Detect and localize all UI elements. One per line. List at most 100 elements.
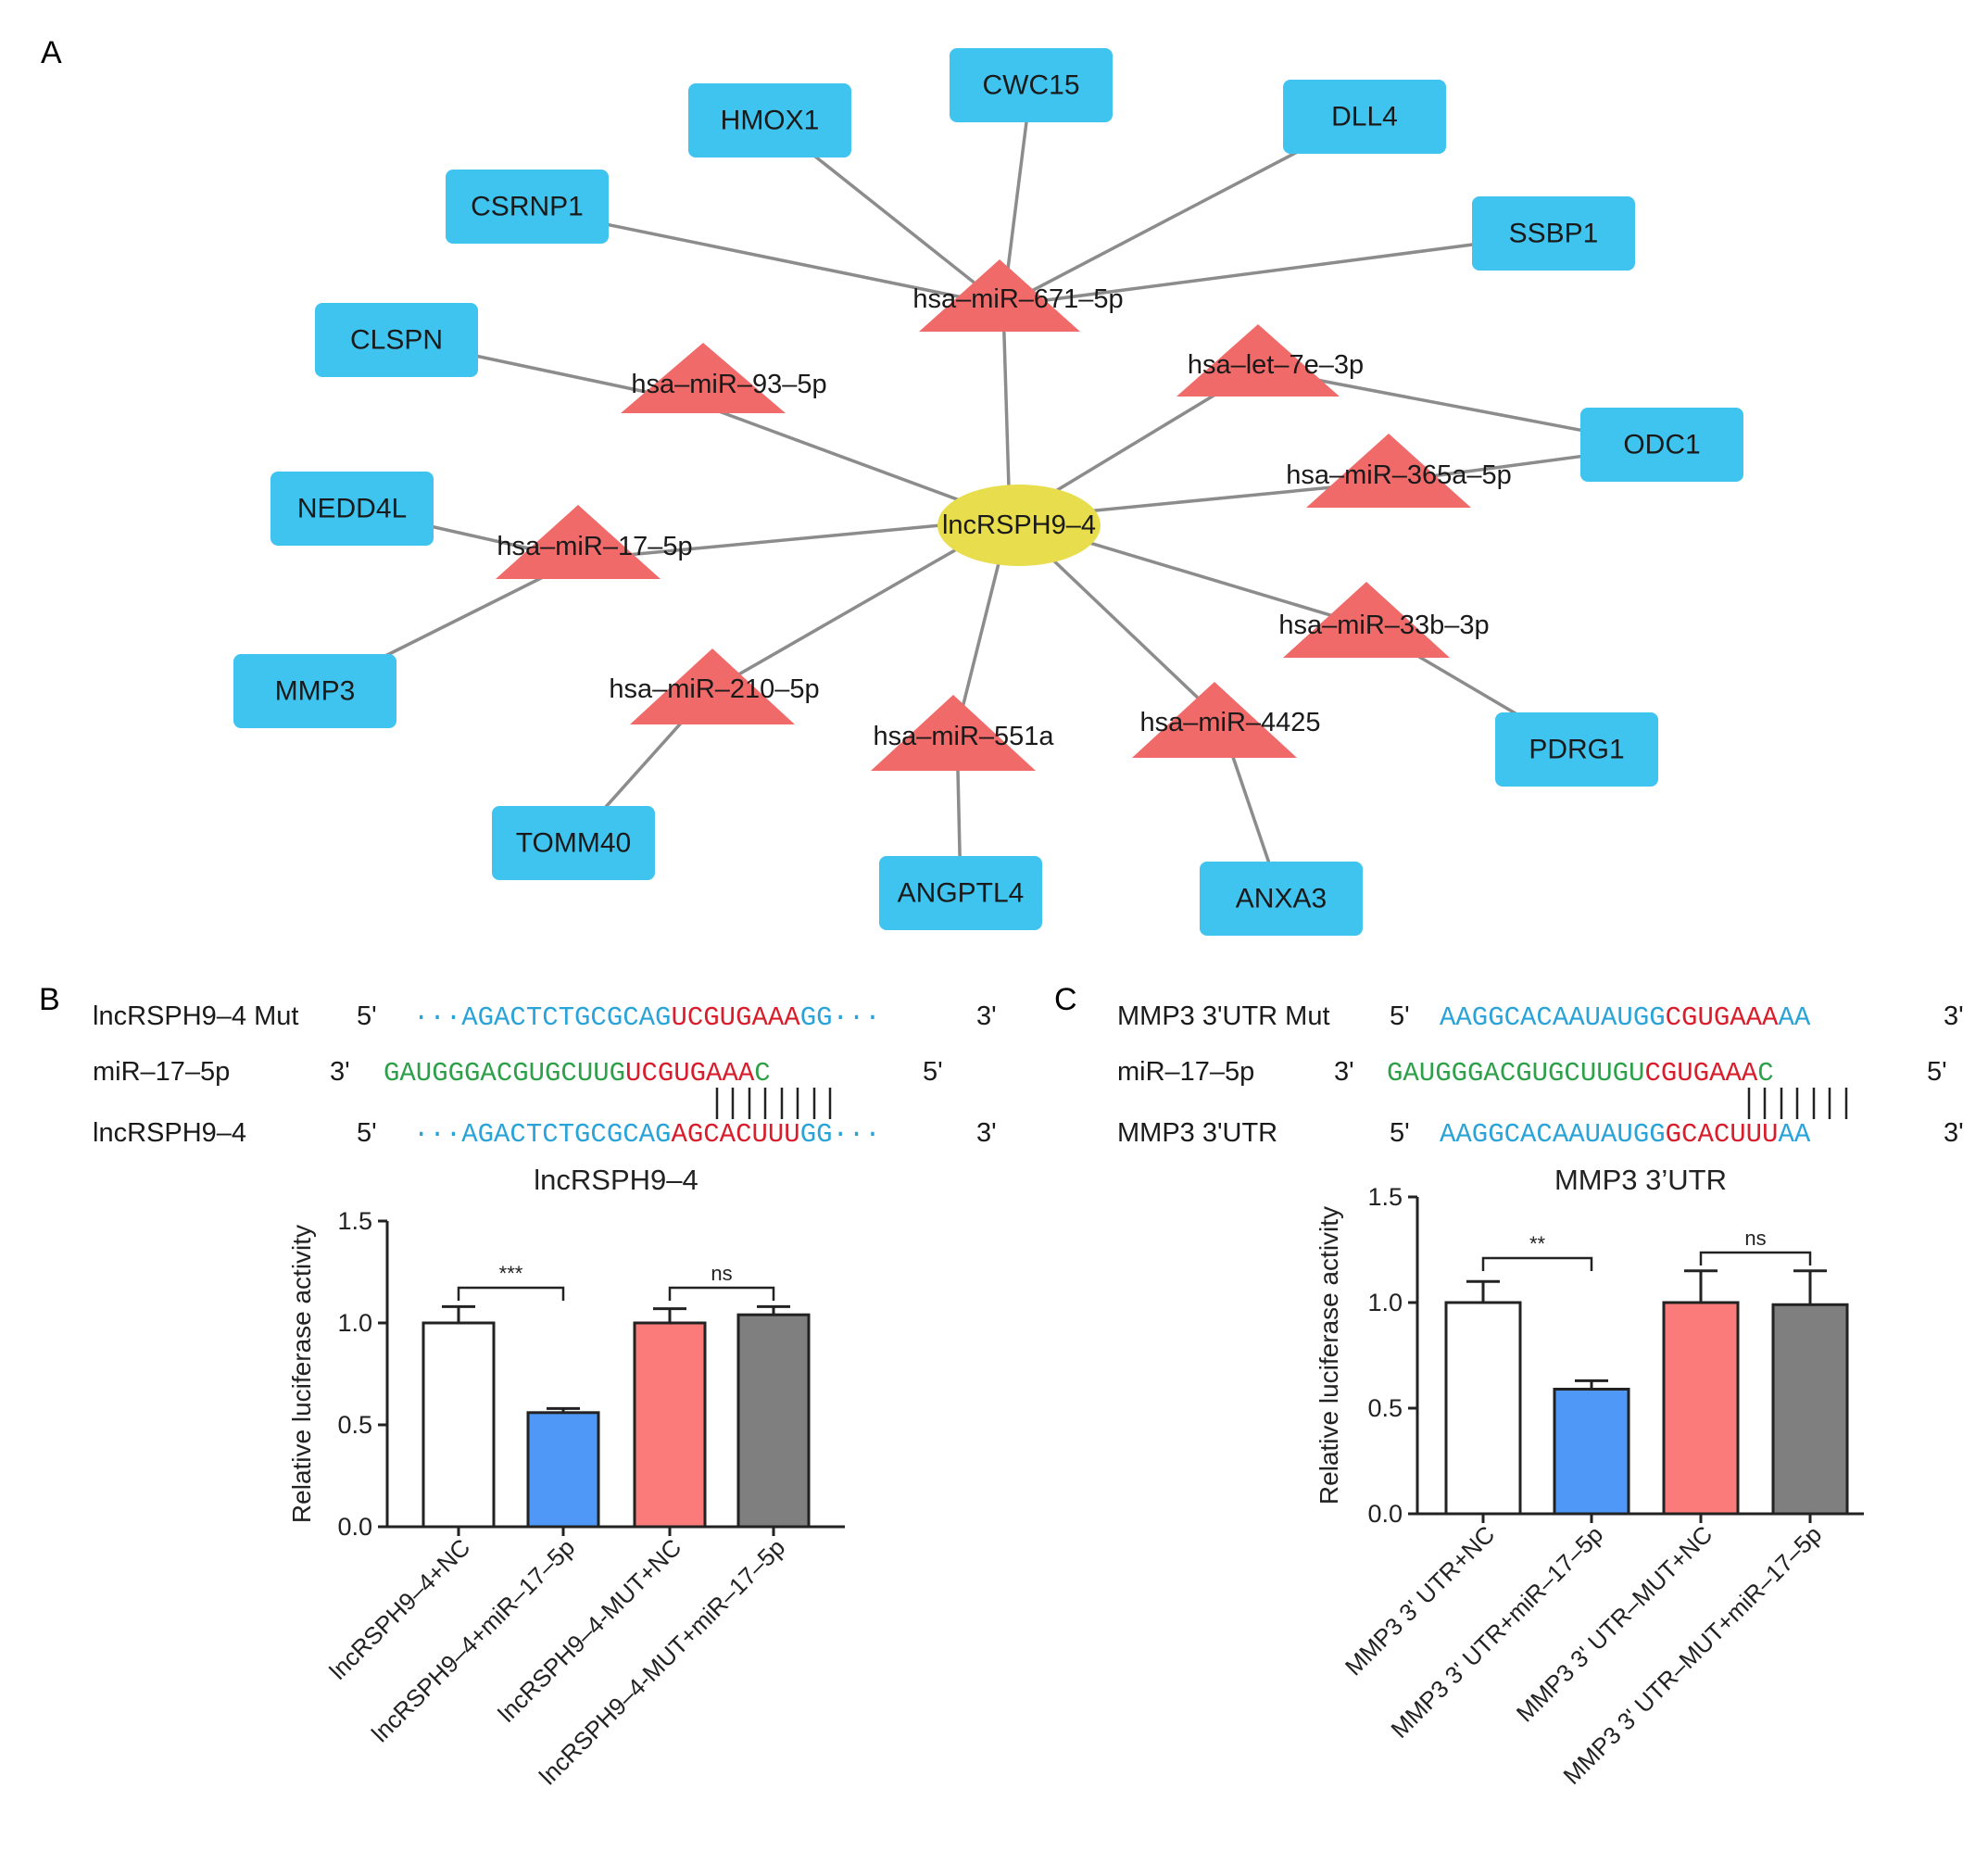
mirna-triangle [1306,434,1471,508]
x-tick-label: MMP3 3' UTR+miR–17–5p [1385,1520,1608,1744]
seq-line: ···AGACTCTGCGCAGUCGUGAAAGG··· [413,1002,881,1033]
mirna-label: hsa–miR–671–5p [912,284,1123,314]
gene-box [950,48,1113,122]
bar [1553,1387,1630,1516]
gene-node: ODC1 [1580,408,1743,482]
gene-box [1472,196,1635,271]
mirna-node: hsa–miR–17–5p [496,505,693,579]
hub-node: lncRSPH9–4 [937,485,1101,566]
gene-node: DLL4 [1283,80,1446,154]
gene-box [446,170,609,244]
mirna-triangle [496,505,661,579]
seq-end: 5' [923,1057,943,1087]
gene-node: ANGPTL4 [879,856,1042,930]
gene-label: NEDD4L [297,494,407,524]
gene-node: CWC15 [950,48,1113,122]
seq-part: C [1757,1058,1773,1089]
y-tick-label: 0.5 [1367,1394,1403,1422]
mirna-node: hsa–miR–4425 [1132,682,1321,758]
seq-line: GAUGGGACGUGCUUGUCGUGAAAC [384,1058,771,1089]
significance-bracket [1699,1251,1812,1265]
gene-box [688,83,851,157]
bar [526,1411,600,1529]
seq-part: GG··· [800,1119,881,1150]
seq-seed: AGCACUUU [671,1119,799,1150]
gene-box [271,472,434,546]
seq-end: 5' [357,1001,377,1031]
seq-end: 5' [1927,1057,1947,1087]
bar [1444,1301,1522,1516]
gene-node: SSBP1 [1472,196,1635,271]
mirna-label: hsa–miR–4425 [1139,708,1320,737]
seq-end: 3' [1944,1001,1964,1031]
gene-box [1580,408,1743,482]
seq-part: GG··· [800,1002,881,1033]
seq-line: GAUGGGACGUGCUUGUCGUGAAAC [1387,1058,1774,1089]
hub-ellipse [937,485,1101,566]
seq-part: C [754,1058,770,1089]
seq-part: AAGGCACAAUAUGG [1440,1002,1666,1033]
mirna-triangle [1132,682,1297,758]
gene-node: CLSPN [315,303,478,377]
gene-box [315,303,478,377]
seq-part: ···AGACTCTGCGCAG [413,1002,671,1033]
mirna-label: hsa–let–7e–3p [1188,350,1364,380]
seq-part: AA [1778,1002,1810,1033]
x-tick-label: MMP3 3' UTR–MUT+NC [1511,1520,1717,1727]
panel-c-sequences: MMP3 3'UTR Mut 5' AAGGCACAAUAUGGCGUGAAAA… [1117,1001,1964,1150]
chart-title: MMP3 3’UTR [1554,1164,1727,1196]
seq-end: 5' [1390,1001,1410,1031]
significance-bracket [668,1286,775,1301]
seq-row-label: miR–17–5p [93,1057,230,1087]
seq-end: 3' [330,1057,350,1087]
y-axis-label: Relative luciferase activity [287,1225,316,1523]
edge [1002,232,1559,308]
gene-label: CWC15 [982,70,1079,101]
mirna-node: hsa–let–7e–3p [1176,324,1364,397]
seq-part: GAUGGGACGUGCUUGU [1387,1058,1644,1089]
seq-seed: GCACUUU [1666,1119,1779,1150]
y-tick-label: 1.0 [337,1309,372,1337]
panel-label-c: C [1054,982,1077,1017]
mirna-node: hsa–miR–671–5p [912,259,1124,332]
seq-row-label: lncRSPH9–4 Mut [93,1001,298,1031]
gene-box [1200,862,1363,936]
gene-nodes: CWC15 HMOX1 DLL4 CSRNP1 SSBP1 CLSPN ODC1… [233,48,1743,936]
seq-part: AA [1778,1119,1810,1150]
y-axis-label: Relative luciferase activity [1315,1206,1343,1505]
x-tick-label: lncRSPH9–4-MUT+NC [493,1533,687,1728]
mirna-label: hsa–miR–17–5p [497,532,692,561]
base-pair-lines [1747,1088,1848,1119]
seq-end: 3' [976,1001,997,1031]
gene-label: ANXA3 [1236,884,1327,914]
seq-row-label: MMP3 3'UTR Mut [1117,1001,1330,1031]
mirna-node: hsa–miR–33b–3p [1278,582,1490,658]
mirna-node: hsa–miR–551a [871,695,1054,771]
mirna-triangle [1176,324,1340,397]
seq-end: 5' [357,1118,377,1148]
gene-label: DLL4 [1331,102,1398,132]
gene-box [879,856,1042,930]
gene-node: PDRG1 [1495,712,1658,787]
base-pair-lines [715,1088,832,1119]
mirna-label: hsa–miR–210–5p [609,674,819,704]
mirna-triangle [621,343,786,413]
bar [633,1321,707,1529]
seq-line: AAGGCACAAUAUGGGCACUUUAA [1440,1119,1811,1150]
gene-label: CLSPN [350,325,443,356]
mirna-triangle [919,259,1080,332]
y-tick-label: 0.5 [337,1411,372,1439]
gene-box [1495,712,1658,787]
gene-label: HMOX1 [721,106,820,136]
significance-bracket [1481,1256,1593,1271]
seq-end: 3' [1334,1057,1354,1087]
seq-seed: CGUGAAA [1666,1002,1779,1033]
gene-label: PDRG1 [1529,735,1624,765]
mirna-triangle [1283,582,1450,658]
mirna-label: hsa–miR–365a–5p [1286,460,1511,490]
y-tick-label: 0.0 [1367,1500,1403,1528]
mirna-node: hsa–miR–93–5p [621,343,827,413]
seq-seed: CGUGAAA [1644,1058,1757,1089]
